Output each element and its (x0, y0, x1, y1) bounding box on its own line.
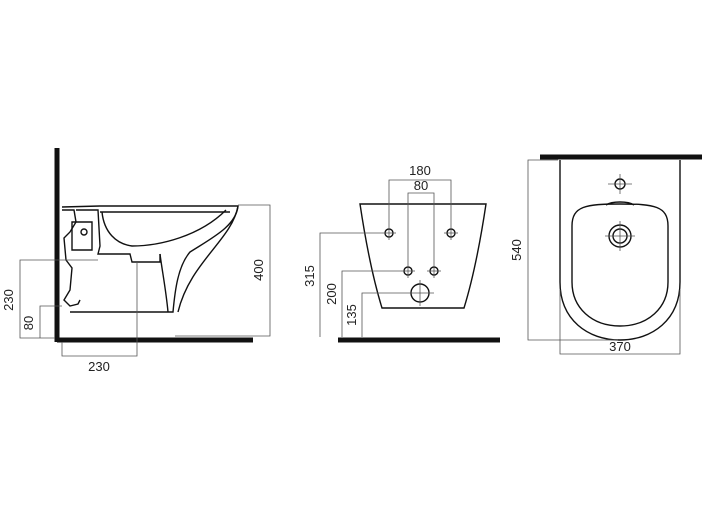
fittings-outline (62, 209, 81, 307)
dim-230-vertical-line (19, 259, 98, 339)
mount-hole-left (382, 226, 396, 240)
dim-80-label: 80 (21, 316, 36, 330)
dim-400-label: 400 (251, 259, 266, 281)
dim-540-label: 540 (509, 239, 524, 261)
bidet-front-outline (359, 203, 487, 309)
overflow-slot (605, 201, 635, 206)
tap-hole (608, 174, 632, 194)
underside-sweep (177, 205, 239, 313)
side-view: 400 230 230 80 (1, 148, 271, 374)
mount-hole-right (444, 226, 458, 240)
bidet-top-outline (559, 160, 681, 341)
body-front-line (159, 253, 169, 313)
dim-230-horizontal-label: 230 (88, 359, 110, 374)
dim-400-line (175, 204, 271, 337)
dim-135-label: 135 (344, 304, 359, 326)
dim-315-line (319, 232, 382, 337)
dim-230-vertical-label: 230 (1, 289, 16, 311)
fitting-box (71, 221, 93, 251)
inlet-left (401, 264, 415, 278)
dim-135-line (361, 292, 406, 337)
dim-370-label: 370 (609, 339, 631, 354)
dim-200-line (341, 270, 401, 337)
dim-370-line (559, 290, 681, 355)
dim-315-label: 315 (302, 265, 317, 287)
drain (605, 221, 635, 251)
front-view: 180 80 315 200 135 (302, 163, 500, 343)
bowl-inner-curve (101, 209, 227, 247)
dim-180-label: 180 (409, 163, 431, 178)
dim-180-line (388, 179, 452, 226)
fitting-hole (80, 228, 88, 236)
dim-540-line (527, 159, 618, 341)
dim-80-line (39, 305, 62, 338)
top-view: 540 370 (509, 154, 702, 355)
bowl-top-outline (571, 203, 669, 327)
dim-200-label: 200 (324, 283, 339, 305)
dim-80-front-label: 80 (414, 178, 428, 193)
fitting-pipe-outline (76, 209, 161, 263)
dim-230-horizontal-line (61, 262, 138, 357)
inlet-right (427, 264, 441, 278)
waste-outlet (406, 280, 434, 306)
dim-80-front-line (407, 192, 435, 264)
